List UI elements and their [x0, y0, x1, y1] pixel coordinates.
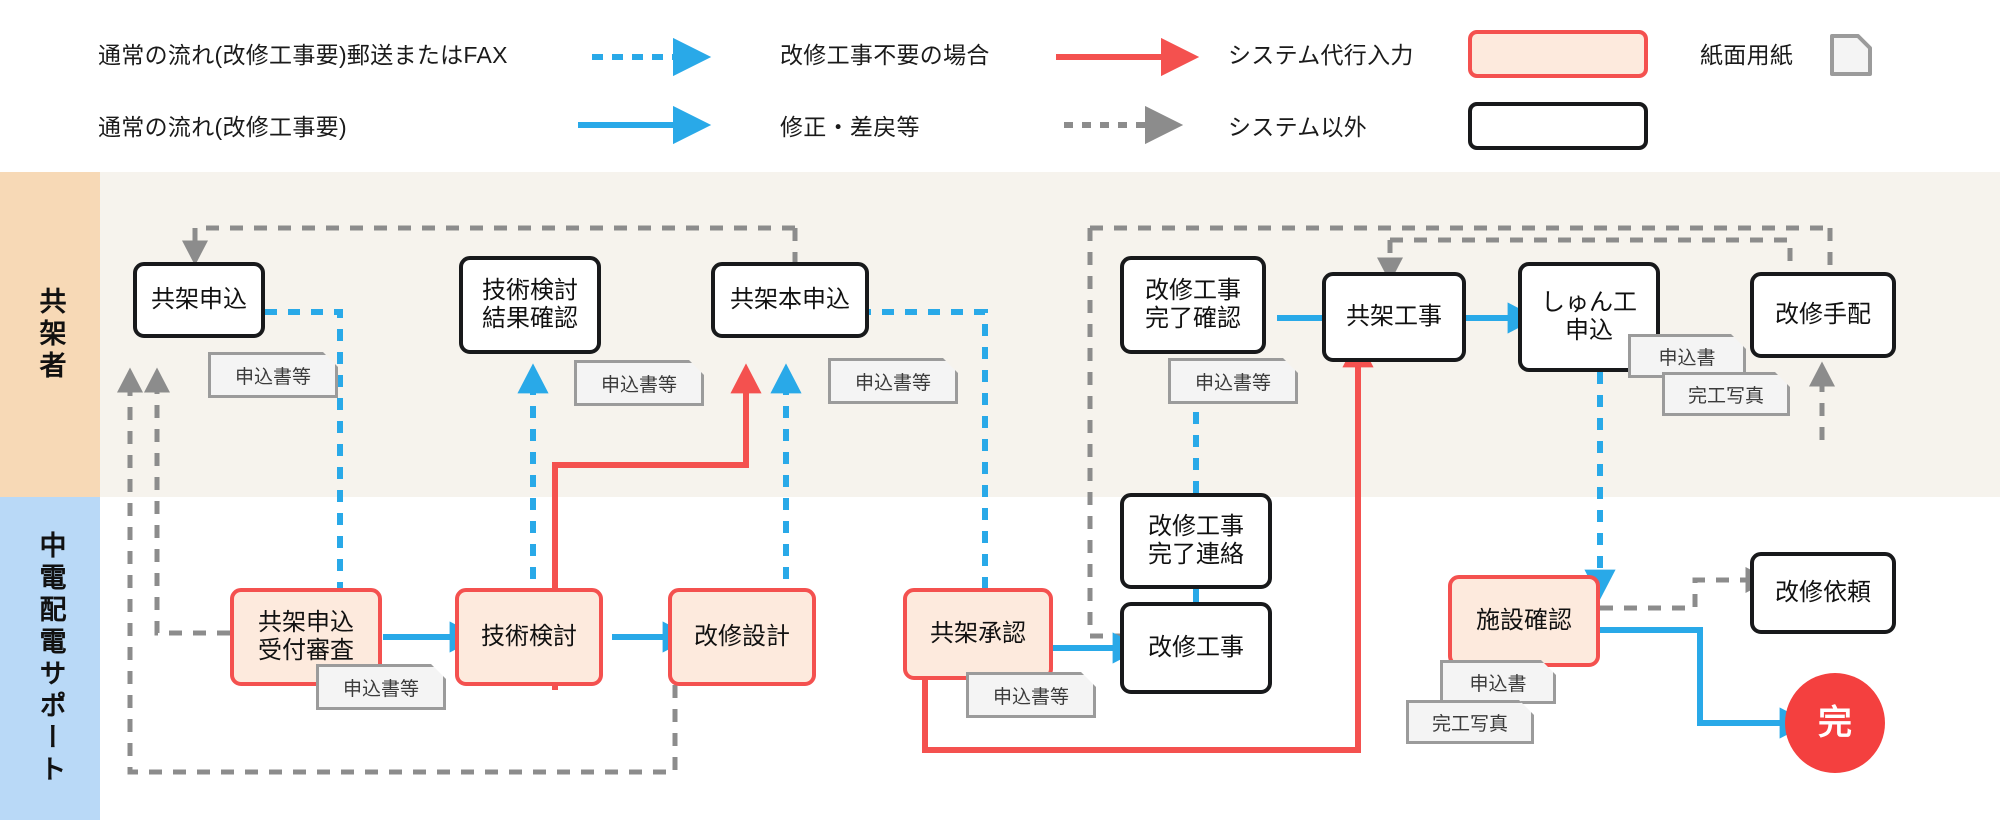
paper-label: 申込書等 [854, 372, 931, 394]
paper-tag-kyoka-shounin: 申込書等 [966, 672, 1096, 718]
node-kaishu-kouji[interactable]: 改修工事 [1120, 602, 1272, 694]
node-kaishu-irai[interactable]: 改修依頼 [1750, 552, 1896, 634]
legend-swatch-system-proxy-box [1468, 30, 1648, 78]
paper-label: 申込書等 [600, 374, 677, 396]
node-label: 改修手配 [1775, 300, 1871, 328]
paper-sheet-icon [1830, 34, 1872, 76]
legend-item-3: 修正・差戻等 [780, 108, 920, 142]
node-shisetsu-kakunin[interactable]: 施設確認 [1448, 575, 1600, 667]
node-kyoka-shounin[interactable]: 共架承認 [903, 588, 1053, 680]
node-kyoka-kouji[interactable]: 共架工事 [1322, 272, 1466, 362]
node-label: 共架本申込 [730, 285, 850, 313]
node-kaishu-tehai[interactable]: 改修手配 [1750, 272, 1896, 358]
legend-item-2: 改修工事不要の場合 [780, 36, 990, 70]
node-label: 技術検討 結果確認 [482, 276, 578, 332]
paper-label: 申込書 [1469, 673, 1527, 695]
legend-label-3: 修正・差戻等 [780, 114, 920, 140]
node-label: 改修設計 [694, 622, 790, 650]
legend-item-6: 紙面用紙 [1700, 36, 1793, 70]
node-label: 共架工事 [1346, 302, 1442, 330]
node-label: 完 [1818, 703, 1852, 742]
lane-header-top [0, 172, 100, 497]
legend-label-6: 紙面用紙 [1700, 42, 1794, 68]
node-label: 改修工事 [1148, 633, 1244, 661]
legend-label-1: 通常の流れ(改修工事要) [98, 114, 347, 140]
node-label: 施設確認 [1476, 606, 1572, 634]
lane-label-chuden-support: 中電配電サポート [35, 530, 66, 787]
node-label: 改修工事 完了確認 [1145, 276, 1241, 332]
node-kaishu-sekkei[interactable]: 改修設計 [668, 588, 816, 686]
legend-item-0: 通常の流れ(改修工事要)郵送またはFAX [98, 36, 508, 70]
node-label: 改修依頼 [1775, 578, 1871, 606]
legend-item-5: システム以外 [1228, 108, 1367, 142]
lane-label-kyoka-sha: 共架者 [35, 286, 66, 383]
paper-label: 申込書 [1658, 347, 1716, 369]
legend-item-4: システム代行入力 [1228, 36, 1414, 70]
node-label: 共架申込 受付審査 [258, 608, 354, 664]
paper-label: 完工写真 [1687, 385, 1764, 407]
node-label: しゅん工 申込 [1541, 288, 1637, 344]
legend-label-0: 通常の流れ(改修工事要)郵送またはFAX [98, 42, 508, 68]
paper-tag-shisetsu-moushikomisho: 申込書 [1440, 660, 1556, 704]
node-label: 共架承認 [930, 619, 1026, 647]
legend-swatch-non-system-box [1468, 102, 1648, 150]
node-kaishu-kanryo-kakunin[interactable]: 改修工事 完了確認 [1120, 256, 1266, 354]
paper-tag-gijutsu-kekka: 申込書等 [574, 360, 704, 406]
paper-tag-shunko-moushikomisho: 申込書 [1628, 334, 1746, 378]
legend: 通常の流れ(改修工事要)郵送またはFAX 通常の流れ(改修工事要) 改修工事不要… [0, 0, 2000, 172]
paper-tag-kanryo-kakunin: 申込書等 [1168, 358, 1298, 404]
paper-tag-shisetsu-kankou-shashin: 完工写真 [1406, 700, 1534, 744]
node-kyoka-hon-moushikomi[interactable]: 共架本申込 [711, 262, 869, 338]
node-kan-complete[interactable]: 完 [1785, 673, 1885, 773]
paper-label: 申込書等 [342, 678, 419, 700]
node-label: 技術検討 [481, 622, 577, 650]
node-label: 改修工事 完了連絡 [1148, 512, 1244, 568]
node-kyoka-moushikomi[interactable]: 共架申込 [133, 262, 265, 338]
lane-header-bottom [0, 497, 100, 820]
paper-label: 申込書等 [992, 686, 1069, 708]
legend-label-5: システム以外 [1228, 114, 1368, 140]
node-gijutsu-kentou[interactable]: 技術検討 [455, 588, 603, 686]
node-label: 共架申込 [151, 285, 247, 313]
paper-tag-shunko-kankou-shashin: 完工写真 [1662, 372, 1790, 416]
paper-tag-hon-moushikomi: 申込書等 [828, 358, 958, 404]
node-kaishu-kanryo-renraku[interactable]: 改修工事 完了連絡 [1120, 493, 1272, 589]
paper-label: 申込書等 [234, 366, 311, 388]
legend-label-4: システム代行入力 [1228, 42, 1414, 68]
paper-label: 申込書等 [1194, 372, 1271, 394]
legend-item-1: 通常の流れ(改修工事要) [98, 108, 347, 142]
node-gijutsu-kekka-kakunin[interactable]: 技術検討 結果確認 [459, 256, 601, 354]
paper-tag-kyoka-moushikomi: 申込書等 [208, 352, 338, 398]
legend-artwork [578, 34, 1872, 145]
paper-tag-uketsuke-shinsa: 申込書等 [316, 664, 446, 710]
legend-label-2: 改修工事不要の場合 [780, 42, 990, 68]
paper-label: 完工写真 [1431, 713, 1508, 735]
